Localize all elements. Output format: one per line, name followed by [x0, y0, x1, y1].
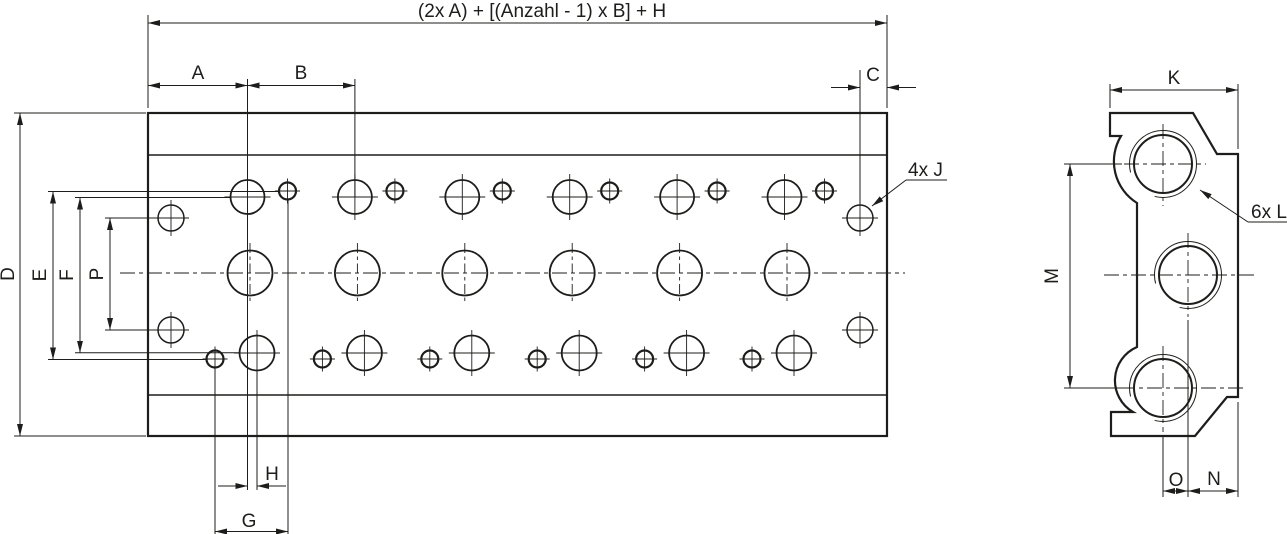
dim-o: O	[1163, 470, 1188, 494]
plate-chamfer-edges	[148, 154, 887, 396]
dim-a: A	[148, 63, 248, 89]
dim-label-m: M	[1042, 268, 1063, 284]
dim-label-h: H	[265, 464, 279, 485]
dim-label-b: B	[295, 63, 308, 84]
callout-label-6xl: 6x L	[1251, 202, 1287, 223]
side-profile-outline	[1108, 111, 1240, 438]
front-view: (2x A) + [(Anzahl - 1) x B] + H A B C D …	[0, 1, 947, 534]
valve-station	[630, 172, 731, 378]
mounting-hole	[152, 199, 190, 237]
dim-k: K	[1110, 68, 1238, 93]
valve-station	[738, 172, 839, 378]
dim-label-f: F	[57, 269, 78, 281]
callout-label-4xj: 4x J	[908, 160, 943, 181]
side-centerlines	[1104, 124, 1255, 432]
dim-c: C	[831, 65, 916, 91]
valve-station	[201, 172, 302, 378]
side-extension-lines	[1064, 84, 1239, 497]
manifold-plate-outline	[146, 111, 889, 438]
dim-p: P	[87, 218, 113, 330]
dim-label-p: P	[87, 268, 108, 281]
dim-label-a: A	[192, 63, 205, 84]
dim-b: B	[247, 63, 355, 89]
dim-n: N	[1188, 469, 1238, 494]
dim-label-c: C	[866, 65, 880, 86]
dim-h: H	[218, 464, 286, 489]
extension-lines-top	[147, 15, 888, 490]
dim-e: E	[30, 191, 56, 360]
dim-label-n: N	[1207, 469, 1221, 490]
dim-f: F	[57, 197, 83, 353]
dim-label-overall-formula: (2x A) + [(Anzahl - 1) x B] + H	[418, 1, 666, 22]
dim-label-o: O	[1169, 470, 1184, 491]
dim-label-g: G	[242, 511, 257, 532]
callout-mounting-holes: 4x J	[871, 160, 947, 207]
dim-d: D	[0, 113, 24, 436]
dim-g: G	[215, 511, 288, 534]
dim-label-e: E	[30, 269, 51, 282]
mounting-hole	[152, 311, 190, 349]
extension-lines-bottom	[214, 200, 289, 534]
dim-m: M	[1042, 164, 1073, 388]
mounting-hole	[841, 311, 879, 349]
dim-label-d: D	[0, 267, 19, 281]
dim-label-k: K	[1168, 68, 1181, 89]
valve-station	[523, 172, 624, 378]
extension-lines-left	[14, 112, 279, 437]
valve-station	[308, 172, 409, 378]
callout-ports: 6x L	[1199, 189, 1287, 223]
dim-overall-width: (2x A) + [(Anzahl - 1) x B] + H	[148, 1, 887, 26]
side-view: K M O N 6x L	[1042, 68, 1287, 497]
valve-station	[416, 172, 516, 378]
